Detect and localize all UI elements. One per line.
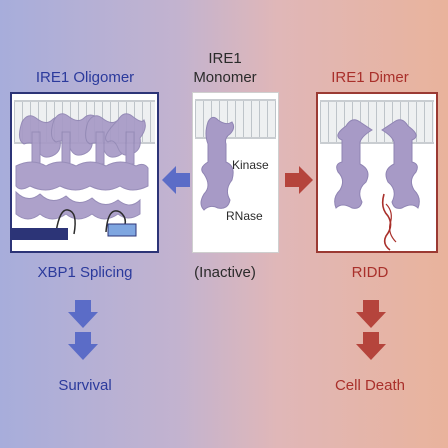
cell-death-label: Cell Death	[334, 377, 406, 394]
right-arrow-icon	[285, 166, 313, 194]
down-arrow-icon	[356, 300, 386, 328]
dimer-proteins	[334, 119, 420, 251]
oligomer-proteins	[12, 113, 149, 240]
monomer-protein	[200, 116, 235, 211]
inactive-label: (Inactive)	[194, 264, 256, 281]
rnase-label: RNase	[226, 209, 263, 223]
monomer-title-line2: Monomer	[193, 69, 257, 86]
dimer-title: IRE1 Dimer	[331, 69, 409, 86]
monomer-panel	[192, 92, 279, 253]
down-arrow-icon	[68, 300, 98, 328]
kinase-label: Kinase	[232, 158, 269, 172]
survival-label: Survival	[58, 377, 112, 394]
down-arrow-icon	[356, 332, 386, 360]
down-arrow-icon	[68, 332, 98, 360]
oligomer-title: IRE1 Oligomer	[35, 69, 135, 86]
monomer-title-line1: IRE1	[208, 50, 242, 67]
left-arrow-icon	[162, 166, 190, 194]
ridd-label: RIDD	[351, 264, 389, 281]
xbp1-splicing-label: XBP1 Splicing	[37, 264, 133, 281]
